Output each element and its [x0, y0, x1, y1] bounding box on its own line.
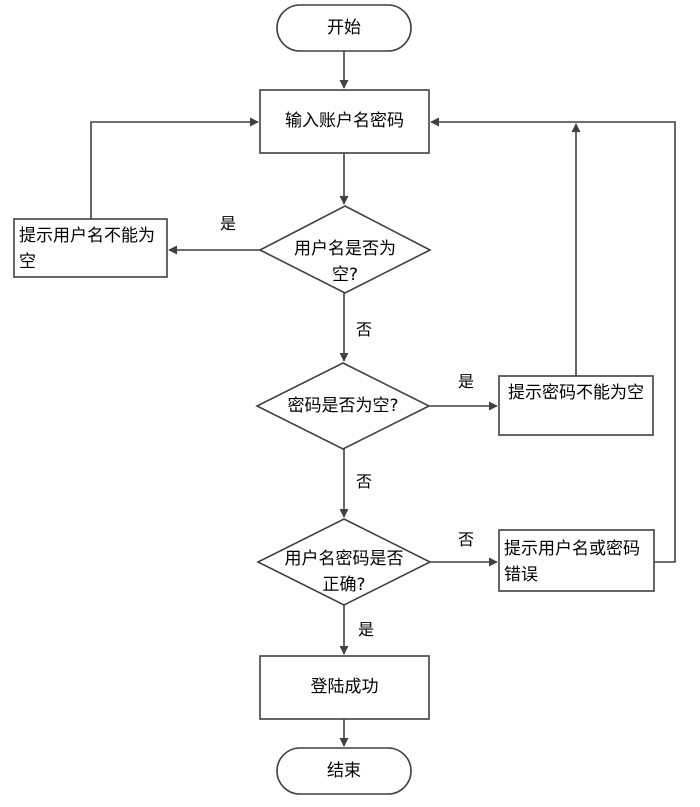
edge-label-pwd-empty-yes: 是 — [458, 372, 475, 391]
msg-pwd-empty-label: 提示密码不能为空 — [508, 383, 644, 403]
correct-label: 用户名密码是否正确? — [284, 549, 404, 595]
success-process — [259, 655, 430, 720]
edge-msg-user-empty-back — [90, 117, 259, 219]
msg-wrong-process — [498, 529, 655, 592]
edge-label-pwd-empty-no: 否 — [356, 472, 373, 491]
msg-user-empty-label: 提示用户名不能为空 — [19, 226, 155, 272]
edge-label-user-empty-no: 否 — [356, 320, 373, 339]
input-process — [259, 89, 430, 154]
end-terminal — [276, 747, 412, 795]
user-empty-decision — [258, 205, 432, 294]
start-label: 开始 — [327, 18, 361, 38]
edge-label-user-empty-yes: 是 — [220, 214, 237, 233]
user-empty-label: 用户名是否为空? — [294, 239, 396, 285]
success-label: 登陆成功 — [310, 677, 379, 697]
end-label: 结束 — [327, 761, 361, 781]
input-label: 输入账户名密码 — [285, 111, 404, 131]
msg-user-empty-process — [13, 218, 168, 278]
edge-label-correct-yes: 是 — [358, 620, 375, 639]
edge-msg-wrong-back — [430, 117, 676, 563]
edge-label-correct-no: 否 — [458, 530, 475, 549]
msg-wrong-label: 提示用户名或密码错误 — [504, 539, 640, 585]
pwd-empty-label: 密码是否为空? — [287, 396, 399, 416]
pwd-empty-decision — [255, 362, 431, 450]
